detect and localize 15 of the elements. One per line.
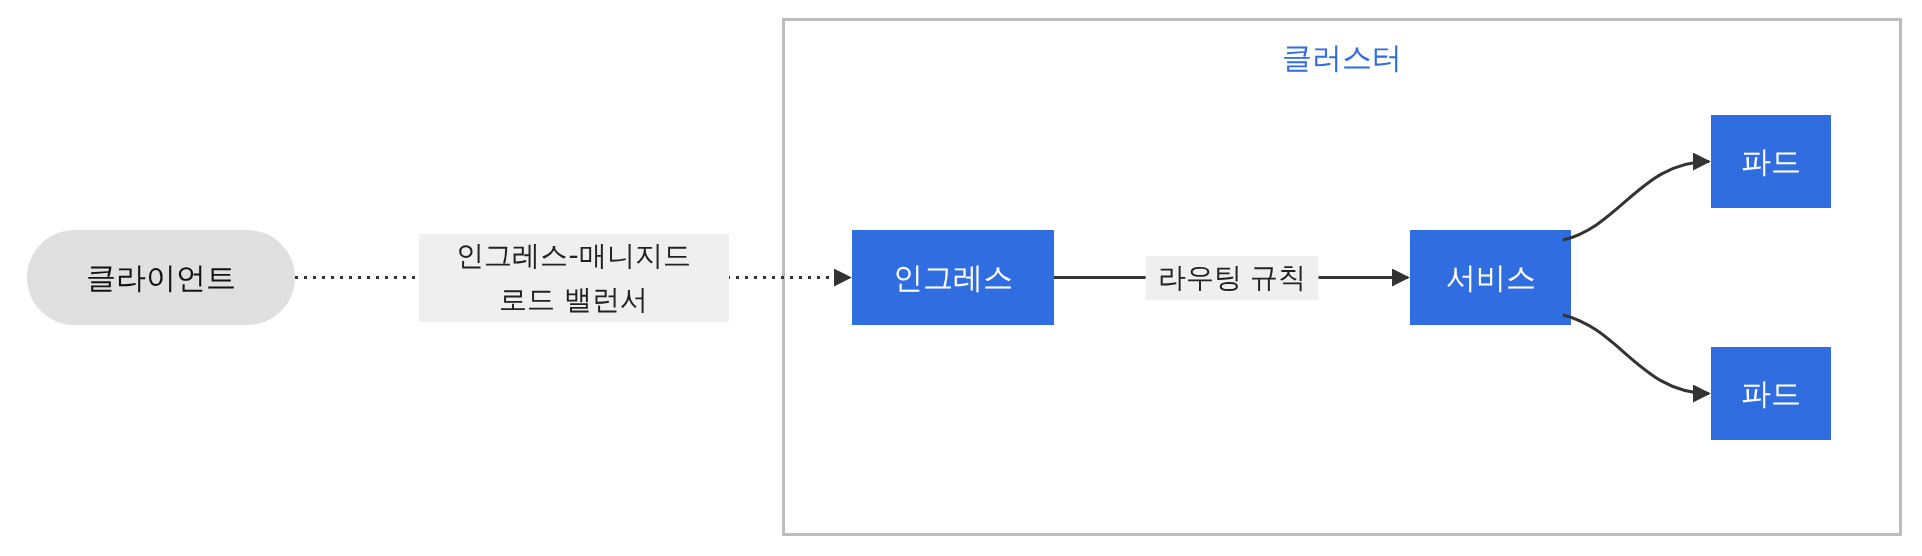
node-label: 파드 xyxy=(1741,375,1801,413)
process-box xyxy=(1410,230,1571,325)
process-box xyxy=(1711,115,1831,208)
cluster-frame xyxy=(782,18,1902,536)
process-box xyxy=(852,230,1054,325)
edge-label: 인그레스-매니지드 로드 밸런서 xyxy=(418,233,729,322)
edge-label: 라우팅 규칙 xyxy=(1145,255,1319,300)
node-label: 인그레스 xyxy=(893,259,1013,297)
arrow xyxy=(1562,313,1711,402)
cluster-title: 클러스터 xyxy=(1282,39,1402,75)
node-label: 서비스 xyxy=(1445,259,1536,297)
node-label: 클라이언트 xyxy=(86,259,236,297)
arrow xyxy=(1562,153,1711,242)
process-box xyxy=(1711,347,1831,440)
node-label: 파드 xyxy=(1741,143,1801,181)
